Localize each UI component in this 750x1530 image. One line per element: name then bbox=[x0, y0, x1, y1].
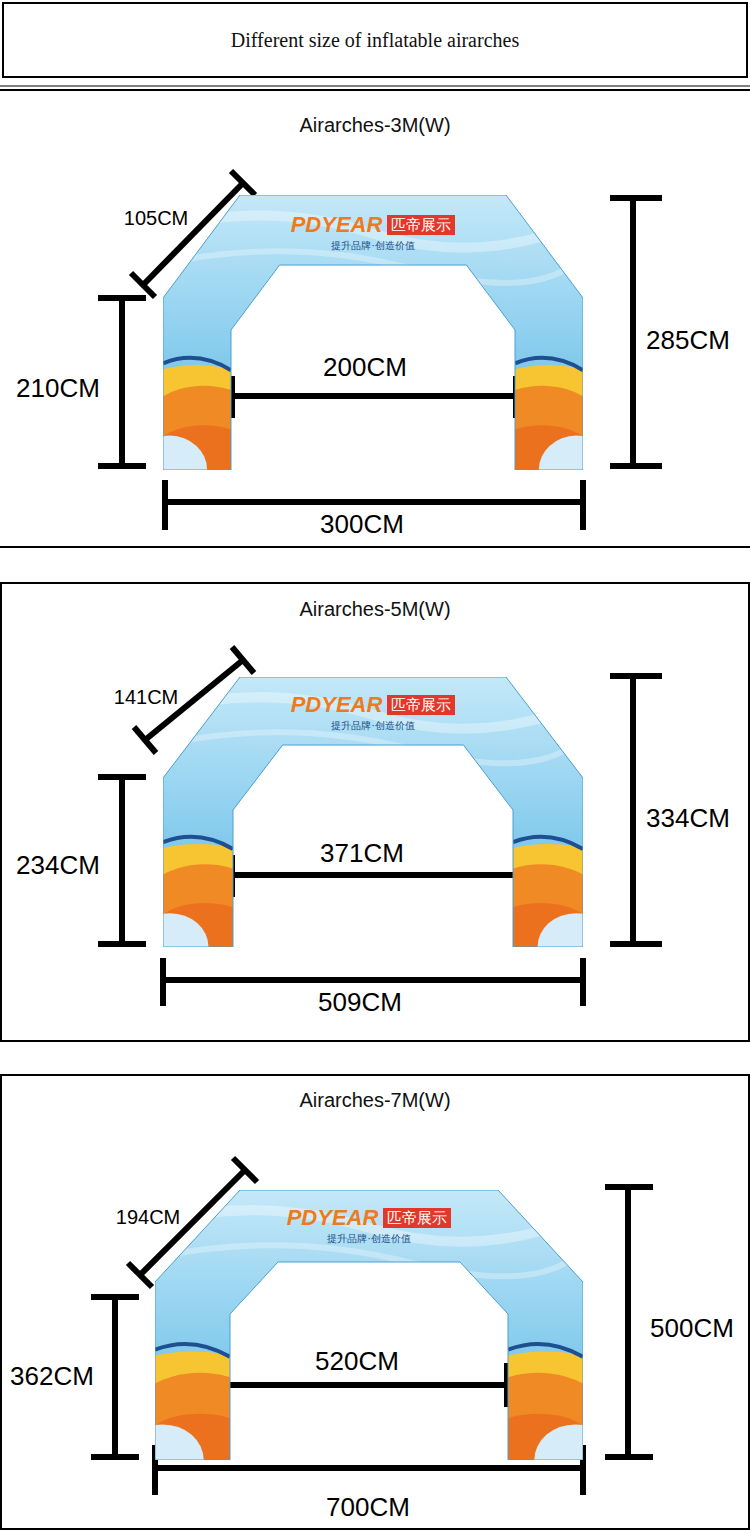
dimension-label: 362CM bbox=[10, 1361, 94, 1391]
brand-chinese: 匹帝展示 bbox=[387, 695, 455, 715]
panel-heading-wrap: Airarches-3M(W) bbox=[0, 113, 750, 137]
dimension-label-wrap: 334CM bbox=[646, 803, 730, 833]
dimension-label: 520CM bbox=[315, 1346, 399, 1376]
dimension-label-wrap: 500CM bbox=[650, 1313, 734, 1343]
panel-heading: Airarches-7M(W) bbox=[299, 1089, 450, 1111]
dimension-label-wrap: 234CM bbox=[16, 850, 100, 880]
inflatable-arch: PDYEAR匹帝展示提升品牌·创造价值 bbox=[163, 195, 583, 470]
arch-logo: PDYEAR匹帝展示提升品牌·创造价值 bbox=[155, 1205, 583, 1245]
dimension-label-wrap: 520CM bbox=[315, 1346, 399, 1376]
dimension-label-wrap: 210CM bbox=[16, 373, 100, 403]
panel-heading-wrap: Airarches-5M(W) bbox=[2, 597, 748, 621]
brand-slogan: 提升品牌·创造价值 bbox=[331, 239, 414, 252]
dimension-label: 300CM bbox=[320, 509, 404, 539]
dimension-label: 371CM bbox=[320, 838, 404, 868]
dimension-label-wrap: 362CM bbox=[10, 1361, 94, 1391]
panel-heading-wrap: Airarches-7M(W) bbox=[2, 1088, 748, 1112]
brand-slogan: 提升品牌·创造价值 bbox=[331, 719, 414, 732]
dimension-label: 700CM bbox=[326, 1492, 410, 1522]
brand-name: PDYEAR bbox=[291, 212, 383, 238]
dimension-label: 285CM bbox=[646, 325, 730, 355]
size-panel: Airarches-3M(W)PDYEAR匹帝展示提升品牌·创造价值 bbox=[0, 91, 750, 548]
panel-heading: Airarches-5M(W) bbox=[299, 598, 450, 620]
title-box: Different size of inflatable airarches bbox=[2, 2, 748, 78]
logo-row: PDYEAR匹帝展示 bbox=[291, 212, 456, 238]
panel-heading: Airarches-3M(W) bbox=[299, 114, 450, 136]
dimension-label-wrap: 509CM bbox=[318, 987, 402, 1017]
arch-outline bbox=[155, 1190, 583, 1460]
dimension-label: 334CM bbox=[646, 803, 730, 833]
brand-name: PDYEAR bbox=[287, 1205, 379, 1231]
dimension-label-wrap: 300CM bbox=[320, 509, 404, 539]
brand-slogan: 提升品牌·创造价值 bbox=[327, 1232, 410, 1245]
dimension-label: 234CM bbox=[16, 850, 100, 880]
inflatable-arch: PDYEAR匹帝展示提升品牌·创造价值 bbox=[155, 1190, 583, 1460]
dimension-label: 105CM bbox=[124, 207, 188, 229]
inflatable-arch: PDYEAR匹帝展示提升品牌·创造价值 bbox=[163, 677, 583, 947]
dimension-label-wrap: 371CM bbox=[320, 838, 404, 868]
dimension-label: 141CM bbox=[114, 686, 178, 708]
brand-chinese: 匹帝展示 bbox=[383, 1208, 451, 1228]
title-text: Different size of inflatable airarches bbox=[231, 29, 519, 52]
dimension-label: 194CM bbox=[116, 1206, 180, 1228]
dimension-label-wrap: 105CM bbox=[124, 206, 188, 230]
dimension-label: 500CM bbox=[650, 1313, 734, 1343]
dimension-label-wrap: 194CM bbox=[116, 1205, 180, 1229]
logo-row: PDYEAR匹帝展示 bbox=[287, 1205, 452, 1231]
arch-logo: PDYEAR匹帝展示提升品牌·创造价值 bbox=[163, 692, 583, 732]
dimension-label-wrap: 200CM bbox=[323, 352, 407, 382]
dimension-label: 210CM bbox=[16, 373, 100, 403]
arch-logo: PDYEAR匹帝展示提升品牌·创造价值 bbox=[163, 212, 583, 252]
logo-row: PDYEAR匹帝展示 bbox=[291, 692, 456, 718]
size-panel: Airarches-5M(W)PDYEAR匹帝展示提升品牌·创造价值 bbox=[0, 582, 750, 1042]
dimension-label: 200CM bbox=[323, 352, 407, 382]
arch-outline bbox=[163, 677, 583, 947]
size-panel: Airarches-7M(W)PDYEAR匹帝展示提升品牌·创造价值 bbox=[0, 1074, 750, 1530]
dimension-label-wrap: 700CM bbox=[326, 1492, 410, 1522]
brand-chinese: 匹帝展示 bbox=[387, 215, 455, 235]
brand-name: PDYEAR bbox=[291, 692, 383, 718]
dimension-label-wrap: 285CM bbox=[646, 325, 730, 355]
dimension-label-wrap: 141CM bbox=[114, 685, 178, 709]
dimension-label: 509CM bbox=[318, 987, 402, 1017]
